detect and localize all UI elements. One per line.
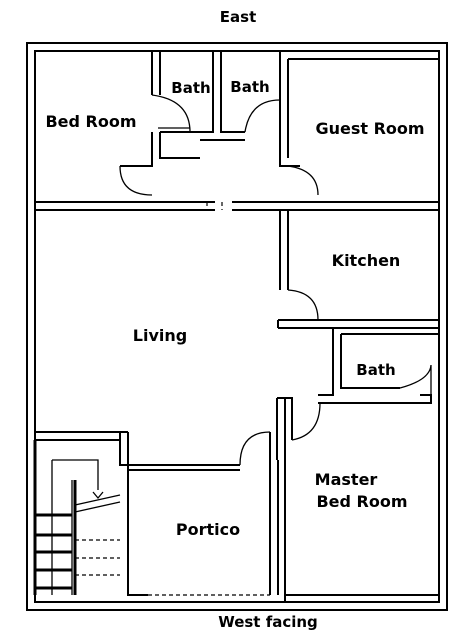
bath-2-label: Bath [230, 78, 269, 96]
kitchen-walls [277, 210, 439, 329]
living-label: Living [133, 326, 187, 345]
bath-walls [160, 51, 300, 167]
master-walls [276, 328, 439, 602]
guest-room-walls [232, 50, 439, 211]
dashed-openings [148, 202, 270, 603]
guest-room-label: Guest Room [315, 119, 424, 138]
outer-walls [26, 42, 448, 611]
bed-room-walls [35, 51, 215, 211]
master-bed-room-label-line1: Master [315, 470, 378, 489]
compass-east-label: East [220, 8, 256, 26]
bed-room-label: Bed Room [45, 112, 136, 131]
staircase [33, 440, 121, 595]
master-bed-room-label-line2: Bed Room [316, 492, 407, 511]
living-portico-walls [35, 431, 279, 596]
portico-label: Portico [176, 520, 240, 539]
compass-west-label: West facing [218, 613, 318, 631]
bath-1-label: Bath [171, 79, 210, 97]
kitchen-label: Kitchen [332, 251, 401, 270]
door-swings [119, 94, 432, 466]
bath-3-label: Bath [356, 361, 395, 379]
